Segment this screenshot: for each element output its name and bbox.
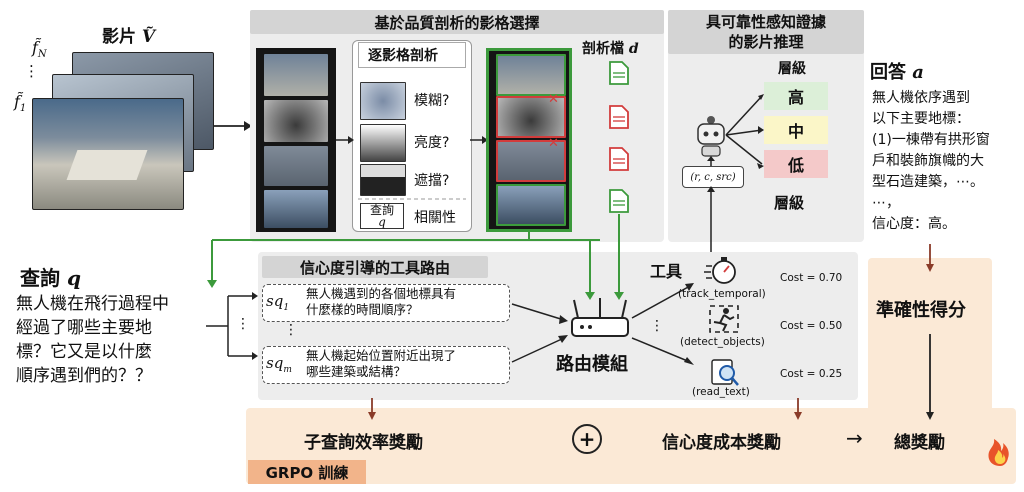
routing-title: 信心度引導的工具路由 <box>262 256 488 278</box>
query-text: 無人機在飛行過程中 經過了哪些主要地 標？它又是以什麼 順序遇到們的？？ <box>16 294 169 386</box>
reward-background <box>246 408 1016 484</box>
total-reward: 總獎勵 <box>894 433 945 453</box>
profile-label: 剖析檔 d <box>582 41 639 57</box>
reject-x-icon-2: ✕ <box>548 136 559 151</box>
brightness-check-thumb <box>360 124 406 162</box>
frame-selection-title: 基於品質剖析的影格選擇 <box>250 10 664 34</box>
reasoning-title: 具可靠性感知證據 的影片推理 <box>668 10 864 54</box>
doc-icon-red-2 <box>609 105 629 129</box>
frame-dots: ⋮ <box>24 62 39 80</box>
confidence-cost-reward: 信心度成本獎勵 <box>662 433 781 453</box>
subquery-efficiency-reward: 子查詢效率獎勵 <box>304 433 423 453</box>
reward-arrow: → <box>846 426 863 450</box>
subquery-m-box <box>262 346 510 384</box>
doc-icon-green-1 <box>609 61 629 85</box>
tool-detect-objects-cost: Cost = 0.50 <box>780 320 843 332</box>
frame-n-label: f̃N <box>32 38 47 61</box>
frame-1-label: f̃1 <box>14 92 27 115</box>
level-mid: 中 <box>764 116 828 144</box>
selected-thumb-4 <box>496 184 566 226</box>
profiling-title-box <box>358 42 466 68</box>
level-low: 低 <box>764 150 828 178</box>
levels-title: 層級 <box>778 61 806 77</box>
brightness-check-label: 亮度? <box>414 135 450 151</box>
router-label: 路由模組 <box>556 354 628 375</box>
tool-detect-objects-name: (detect_objects) <box>680 336 765 348</box>
rejected-thumb-2 <box>496 96 566 138</box>
video-input: f̃N ⋮ f̃1 影片 Ṽ <box>0 0 230 230</box>
input-thumb-2 <box>264 100 328 142</box>
accuracy-score: 準確性得分 <box>876 300 966 321</box>
input-thumb-4 <box>264 190 328 228</box>
tool-track-temporal-cost: Cost = 0.70 <box>780 272 843 284</box>
doc-icon-red-3 <box>609 147 629 171</box>
subquery-1-label: sq1 <box>266 292 290 313</box>
level-high: 高 <box>764 82 828 110</box>
input-thumb-1 <box>264 54 328 96</box>
blur-check-label: 模糊? <box>414 93 450 109</box>
video-title: 影片 Ṽ <box>102 27 156 47</box>
profiling-title: 逐影格剖析 <box>368 48 438 64</box>
reject-x-icon: ✕ <box>548 92 559 107</box>
tool-read-text-name: (read_text) <box>692 386 750 398</box>
plus-icon: + <box>572 424 602 454</box>
blur-check-thumb <box>360 82 406 120</box>
subquery-m-text: 無人機起始位置附近出現了 哪些建築或結構？ <box>306 348 457 379</box>
evidence-tuple: (r, c, src) <box>682 166 744 188</box>
answer-title: 回答 a <box>870 62 924 83</box>
query-title: 查詢 q <box>20 266 81 290</box>
subquery-bracket-dots: ⋮ <box>236 316 250 332</box>
selected-thumb-1 <box>496 54 566 96</box>
doc-icon-green-4 <box>609 189 629 213</box>
occlusion-check-label: 遮擋? <box>414 173 450 189</box>
occlusion-check-thumb <box>360 164 406 196</box>
subquery-1-text: 無人機遇到的各個地標具有 什麼樣的時間順序？ <box>306 286 457 317</box>
tools-dots: ⋮ <box>650 318 664 334</box>
subquery-mid-dots: ⋮ <box>284 322 298 338</box>
levels-footer: 層級 <box>774 194 805 212</box>
relevance-check-label: 相關性 <box>414 210 456 226</box>
rejected-thumb-3 <box>496 140 566 182</box>
tool-read-text-cost: Cost = 0.25 <box>780 368 843 380</box>
tool-track-temporal-name: (track_temporal) <box>678 288 766 300</box>
tools-label: 工具 <box>650 262 683 281</box>
grpo-training-label: GRPO 訓練 <box>248 460 366 484</box>
subquery-m-label: sqm <box>266 354 292 375</box>
answer-text: 無人機依序遇到 以下主要地標： (1)一棟帶有拱形窗 戶和裝飾旗幟的大 型石造建… <box>872 90 990 232</box>
input-thumb-3 <box>264 146 328 186</box>
subquery-1-box <box>262 284 510 322</box>
